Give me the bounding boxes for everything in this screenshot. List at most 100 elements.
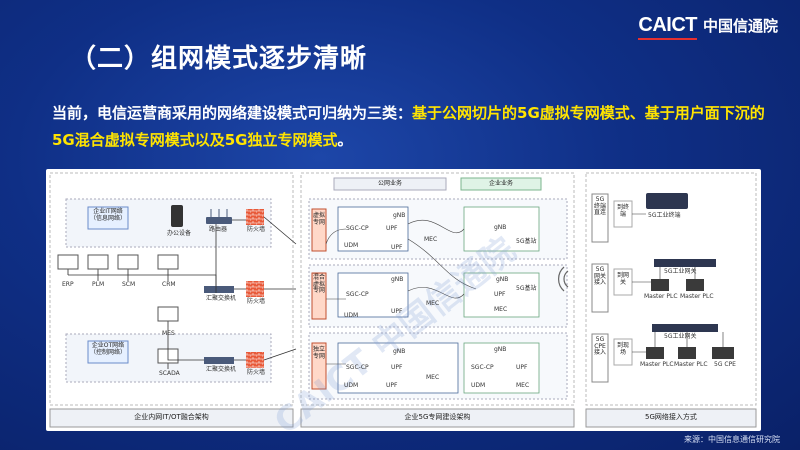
gnb-label: gNB	[494, 224, 507, 231]
mode-hybrid-label: 混合虚拟专网	[312, 274, 325, 295]
upf-label: UPF	[391, 364, 403, 371]
firewall-icon	[246, 209, 264, 225]
mec-label: MEC	[426, 374, 440, 381]
source-note: 来源：中国信息通信研究院	[684, 435, 780, 444]
udm-label: UDM	[344, 382, 359, 389]
access-mode-2: 5G网关接入	[593, 266, 606, 287]
udm-label: UDM	[471, 382, 486, 389]
right-footer: 5G网络接入方式	[645, 413, 697, 421]
public-header-box	[333, 177, 447, 191]
access-mode-1: 5G终端直连	[593, 196, 606, 217]
plc-label: Master PLC	[644, 293, 678, 300]
mode-label-boxes	[311, 208, 327, 390]
gateway-label: 5G工业网关	[664, 333, 697, 340]
gateway-icon	[652, 324, 718, 332]
smf-label: SGC-CP	[346, 225, 369, 232]
office-label: 办公设备	[167, 230, 192, 237]
target-3: 到现场	[616, 342, 629, 356]
diagram-svg	[49, 172, 757, 428]
mec-label: MEC	[494, 306, 508, 313]
upf-label: UPF	[494, 291, 506, 298]
slide-title: （二）组网模式逐步清晰	[70, 44, 368, 74]
gateway-label: 5G工业网关	[664, 268, 697, 275]
gnb-label: gNB	[496, 276, 509, 283]
crm-label: CRM	[162, 281, 176, 288]
public-header: 公网业务	[377, 180, 402, 187]
scm-label: SCM	[122, 281, 136, 288]
upf-label: UPF	[386, 225, 398, 232]
access-mode-boxes	[591, 193, 609, 383]
smf-label: SGC-CP	[346, 291, 369, 298]
gnb-label: gNB	[393, 212, 406, 219]
left-footer: 企业内网IT/OT融合架构	[134, 413, 209, 421]
firewall-label: 防火墙	[247, 369, 266, 376]
gnb-mobile-label: 5G基站	[516, 285, 537, 292]
mec-label: MEC	[426, 300, 440, 307]
switch-icon	[204, 357, 234, 364]
terminal-label: 5G工业终端	[648, 212, 681, 219]
mec-label: MEC	[516, 382, 530, 389]
router-icon	[206, 217, 232, 224]
access-mode-3: 5G CPE接入	[593, 336, 606, 357]
intro-highlight: 基于公网切片的5G虚拟专网模式、基于用户面下沉的5G混合虚拟专网模式以及5G独立…	[52, 104, 765, 149]
caict-logo: CAICT 中国信通院	[638, 14, 778, 40]
plc-label: Master PLC	[680, 293, 714, 300]
middle-footer: 企业5G专网建设架构	[404, 413, 471, 421]
smf-label: SGC-CP	[346, 364, 369, 371]
intro-suffix: 。	[337, 131, 353, 149]
upf-label: UPF	[391, 244, 403, 251]
scada-label: SCADA	[159, 370, 180, 377]
ot-group-label: 企业OT网络（控制网络）	[89, 342, 126, 356]
logo-mark: CAICT	[638, 14, 697, 40]
footer-boxes	[49, 408, 757, 428]
smf-label: SGC-CP	[471, 364, 494, 371]
it-group-label-box	[87, 206, 129, 230]
signal-icon	[558, 266, 569, 292]
switch-label: 汇聚交换机	[206, 295, 237, 302]
upf-label: UPF	[391, 308, 403, 315]
mode-independent-label: 独立专网	[312, 346, 325, 360]
mes-label: MES	[162, 330, 175, 337]
plc-label: Master PLC	[674, 361, 708, 368]
gnb-mobile-label: 5G基站	[516, 238, 537, 245]
upf-label: UPF	[516, 364, 528, 371]
udm-label: UDM	[344, 312, 359, 319]
left-section-frame	[49, 172, 294, 406]
network-diagram: CAICT 中国信通院 企业IT网络（信息网络） 企业OT网络（控制网络） 办公…	[46, 169, 761, 442]
logo-name: 中国信通院	[702, 17, 778, 35]
switch-label: 汇聚交换机	[206, 366, 237, 373]
firewall-label: 防火墙	[247, 298, 266, 305]
core-boxes	[337, 206, 540, 394]
switch-icon	[204, 286, 234, 293]
terminal-icon	[646, 193, 688, 209]
mec-label: MEC	[424, 236, 438, 243]
firewall-icon	[246, 281, 264, 297]
mode-virtual-label: 虚拟专网	[312, 212, 325, 226]
phone-icon	[171, 205, 183, 227]
intro-prefix: 当前，电信运营商采用的网络建设模式可归纳为三类：	[52, 104, 413, 122]
gnb-label: gNB	[393, 348, 406, 355]
cpe-label: 5G CPE	[714, 361, 736, 368]
target-2: 到网关	[616, 272, 629, 286]
upf-label: UPF	[386, 382, 398, 389]
firewall-icon	[246, 352, 264, 368]
erp-label: ERP	[62, 281, 74, 288]
target-boxes	[613, 200, 633, 366]
target-1: 到终端	[616, 204, 629, 218]
ot-group-label-box	[87, 340, 129, 364]
enterprise-header: 企业业务	[488, 180, 513, 187]
router-label: 路由器	[209, 226, 228, 233]
udm-label: UDM	[344, 242, 359, 249]
plc-label: Master PLC	[640, 361, 674, 368]
gnb-label: gNB	[391, 276, 404, 283]
intro-paragraph: 当前，电信运营商采用的网络建设模式可归纳为三类：基于公网切片的5G虚拟专网模式、…	[52, 100, 772, 154]
middle-section-frame	[300, 172, 575, 406]
plm-label: PLM	[92, 281, 105, 288]
enterprise-header-box	[460, 177, 542, 191]
right-section-frame	[585, 172, 757, 406]
plc-icons	[646, 279, 734, 359]
gnb-label: gNB	[494, 346, 507, 353]
firewall-label: 防火墙	[247, 226, 266, 233]
gateway-icon	[654, 259, 716, 267]
it-group-label: 企业IT网络（信息网络）	[89, 208, 126, 222]
